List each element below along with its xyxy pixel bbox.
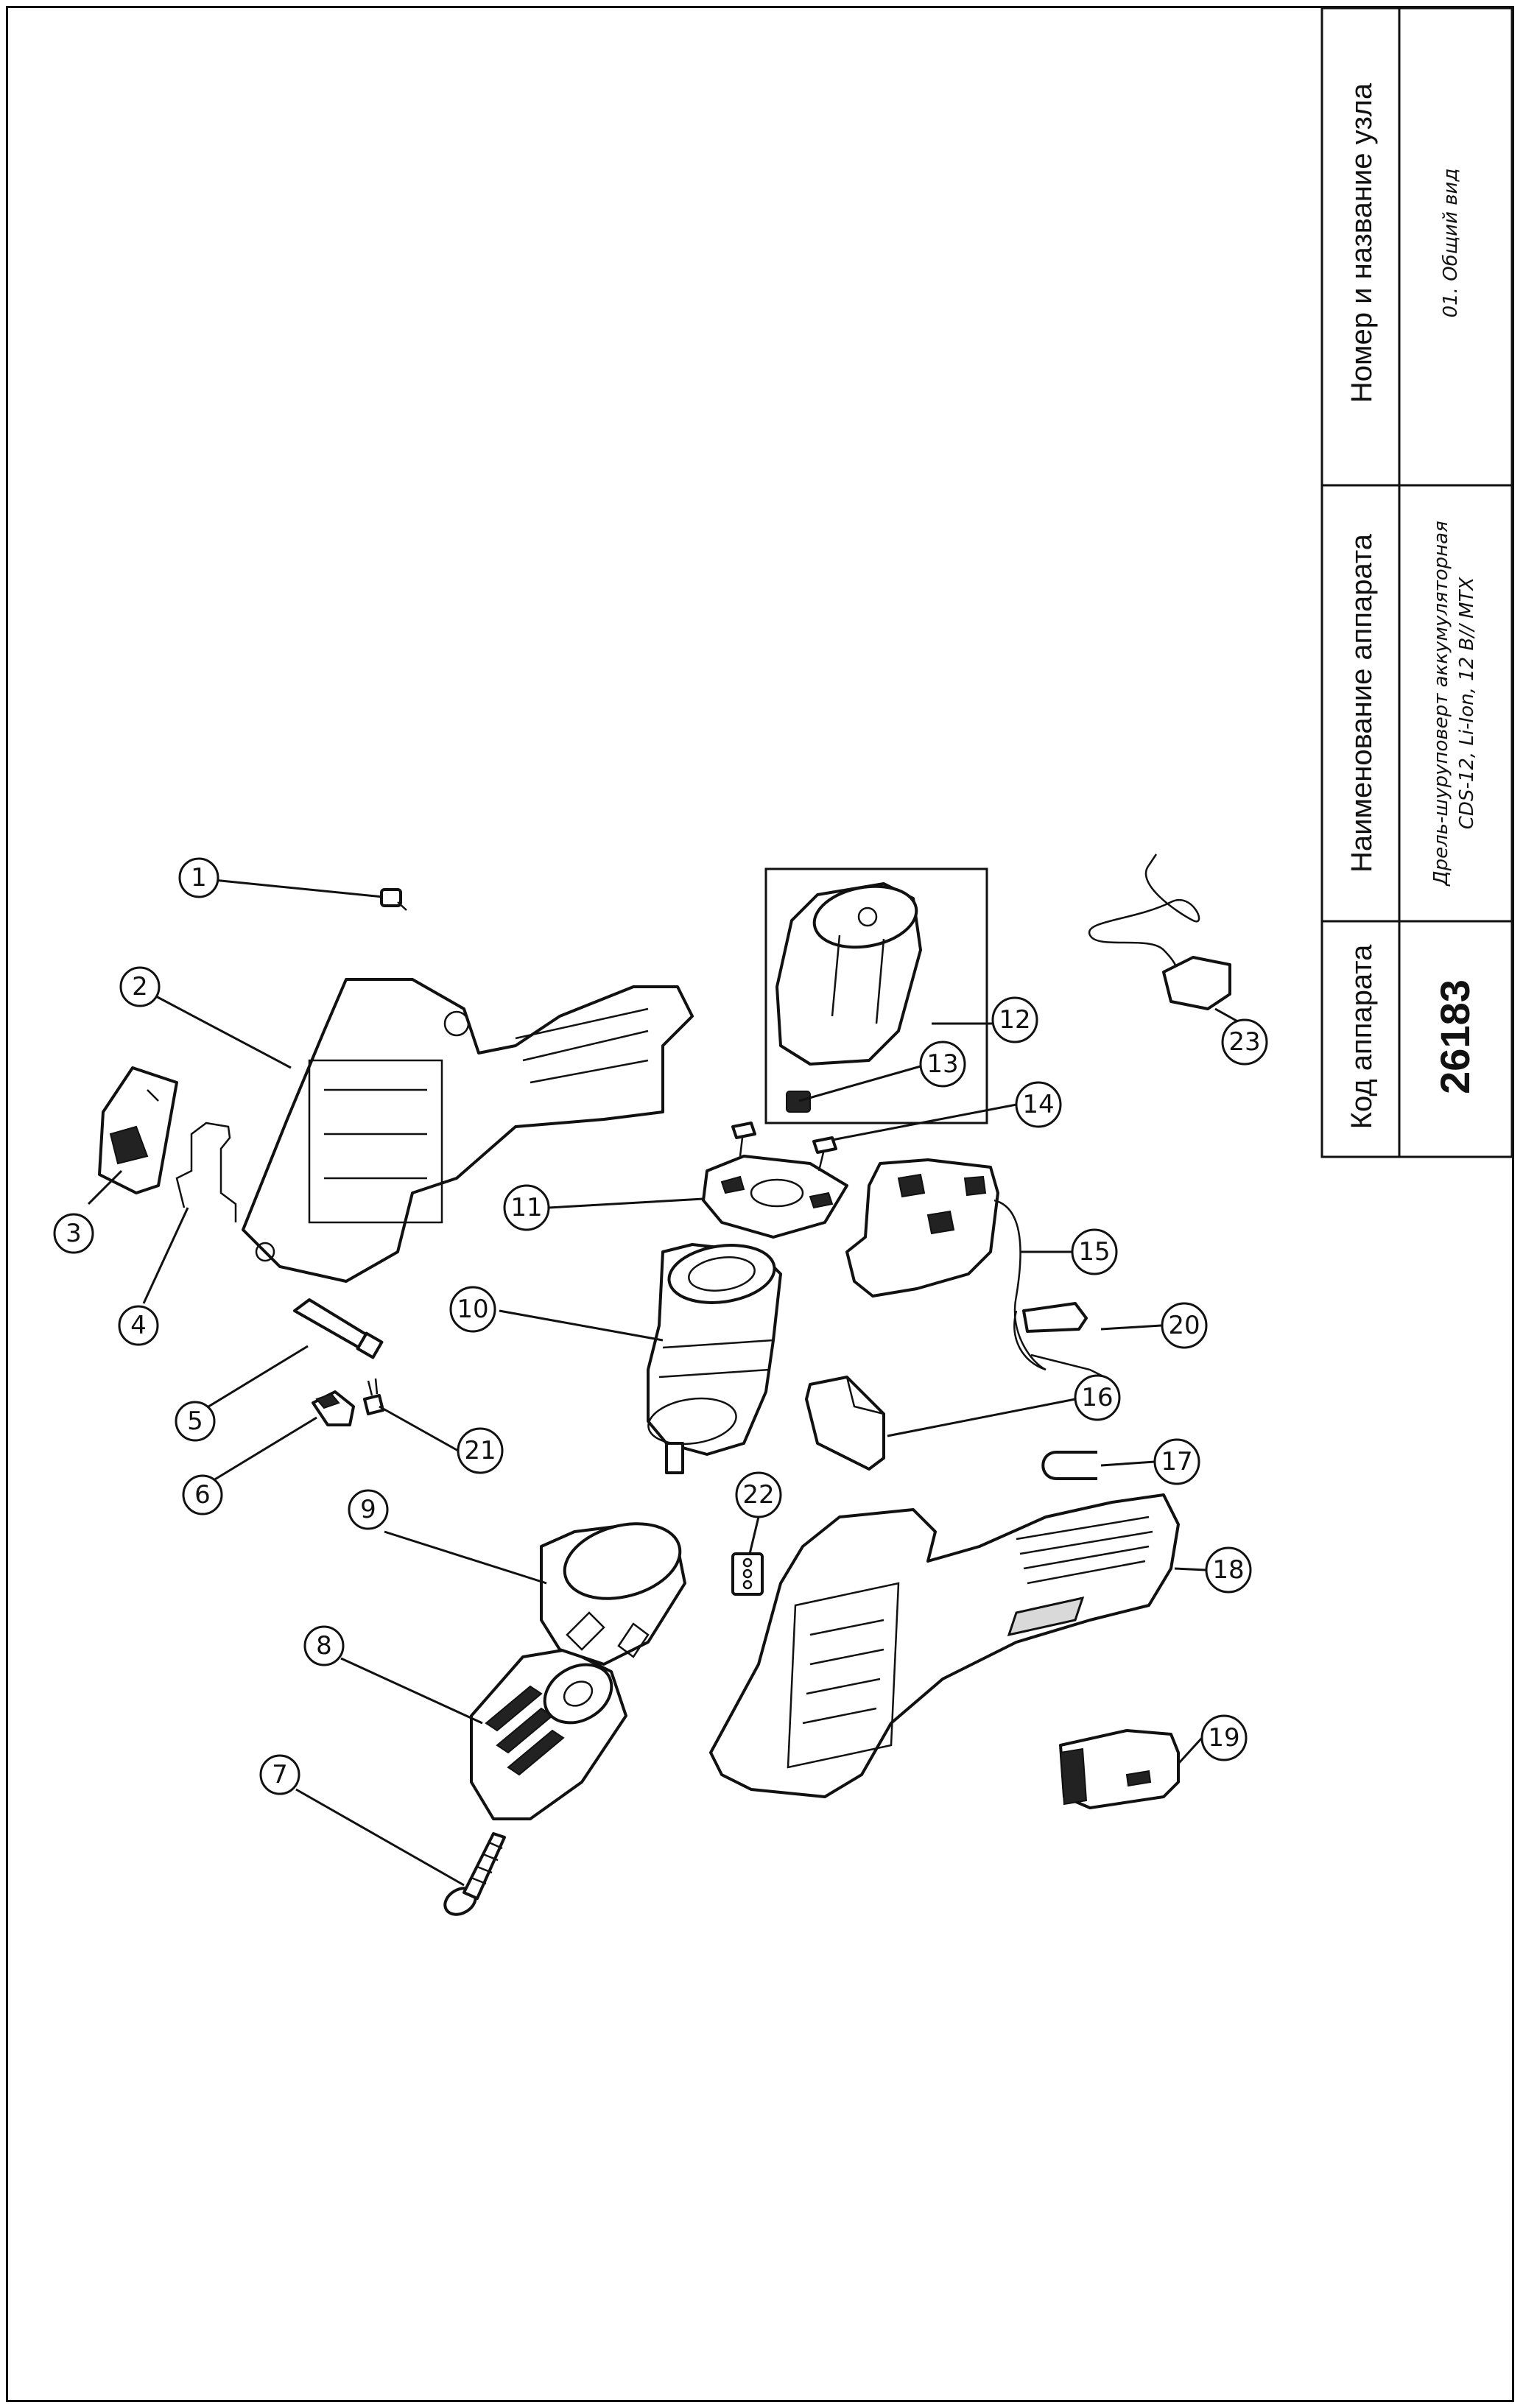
svg-text:22: 22 [742, 1480, 774, 1510]
svg-text:19: 19 [1208, 1723, 1239, 1753]
callout-19: 19 [1200, 1714, 1248, 1761]
callout-17: 17 [1153, 1438, 1200, 1485]
part-10-gearbox [647, 1243, 782, 1474]
code-header: Код аппарата [1346, 944, 1378, 1129]
svg-text:17: 17 [1161, 1447, 1192, 1476]
callout-15: 15 [1071, 1228, 1118, 1275]
svg-text:23: 23 [1228, 1027, 1260, 1057]
part-2-housing-left [242, 978, 694, 1283]
svg-text:16: 16 [1081, 1383, 1113, 1412]
callout-6: 6 [182, 1474, 223, 1515]
code-value: 26183 [1432, 979, 1478, 1094]
part-11-motor-plate [702, 1155, 848, 1239]
part-4-spring-clip [175, 1122, 237, 1222]
svg-text:8: 8 [316, 1631, 332, 1661]
part-9-clutch-ring [540, 1522, 686, 1666]
svg-text:10: 10 [457, 1295, 488, 1324]
callout-23: 23 [1221, 1018, 1268, 1066]
svg-text:4: 4 [130, 1311, 147, 1340]
svg-text:6: 6 [194, 1480, 211, 1510]
part-8-chuck [470, 1648, 627, 1820]
svg-text:3: 3 [66, 1219, 82, 1248]
callout-12: 12 [991, 996, 1038, 1043]
svg-text:5: 5 [187, 1407, 203, 1436]
leader-lines [87, 879, 1249, 1887]
part-17-u-clip [1041, 1451, 1097, 1480]
svg-text:13: 13 [926, 1049, 958, 1079]
part-3-direction-switch [98, 1066, 178, 1194]
callout-16: 16 [1074, 1374, 1121, 1421]
part-6-latch [312, 1390, 355, 1426]
svg-text:7: 7 [272, 1760, 288, 1789]
name-line-2: CDS-12, Li-Ion, 12 В// MTX [1456, 577, 1478, 830]
name-header: Наименование аппарата [1346, 533, 1378, 873]
callout-22: 22 [735, 1471, 782, 1518]
callout-9: 9 [348, 1489, 389, 1530]
part-5-pin [293, 1298, 384, 1359]
callout-13: 13 [919, 1041, 966, 1088]
callout-14: 14 [1015, 1081, 1062, 1128]
callout-5: 5 [175, 1401, 216, 1442]
part-16-block [805, 1376, 885, 1471]
title-block [1320, 7, 1513, 1158]
callout-8: 8 [303, 1625, 345, 1666]
svg-text:1: 1 [191, 863, 207, 893]
svg-text:21: 21 [464, 1436, 496, 1465]
callout-3: 3 [53, 1213, 94, 1254]
svg-text:2: 2 [132, 972, 148, 1001]
node-value: 01. Общий вид [1440, 169, 1462, 318]
drawing-sheet [6, 6, 1514, 2402]
part-1-screw [380, 888, 407, 911]
callout-1: 1 [178, 857, 219, 898]
callout-11: 11 [503, 1184, 550, 1231]
svg-text:15: 15 [1078, 1237, 1110, 1267]
svg-text:20: 20 [1168, 1311, 1200, 1340]
svg-text:11: 11 [510, 1193, 542, 1222]
callout-4: 4 [118, 1305, 159, 1346]
part-13-pinion-gear [786, 1091, 811, 1113]
part-14-screws [731, 1122, 837, 1172]
callout-7: 7 [259, 1754, 300, 1795]
svg-text:9: 9 [360, 1495, 376, 1524]
part-19-battery [1059, 1729, 1180, 1809]
callout-21: 21 [457, 1427, 504, 1474]
part-23-charger [1088, 853, 1231, 1010]
svg-text:12: 12 [999, 1005, 1030, 1035]
svg-text:14: 14 [1022, 1090, 1054, 1119]
part-7-screw [443, 1832, 506, 1916]
part-15-trigger-switch [845, 1158, 1047, 1371]
callout-18: 18 [1205, 1546, 1252, 1594]
name-line-1: Дрель-шуруповерт аккумуляторная [1430, 521, 1452, 886]
callout-2: 2 [119, 966, 161, 1007]
node-header: Номер и название узла [1346, 82, 1378, 403]
callout-20: 20 [1161, 1302, 1208, 1349]
part-20-wire-terminal [1013, 1302, 1113, 1385]
part-12-motor-assembly [764, 867, 988, 1124]
svg-text:18: 18 [1212, 1555, 1244, 1585]
part-22-terminal-block [731, 1552, 764, 1596]
callout-10: 10 [449, 1286, 496, 1333]
part-21-led [363, 1378, 384, 1415]
part-18-housing-right [709, 1493, 1180, 1798]
